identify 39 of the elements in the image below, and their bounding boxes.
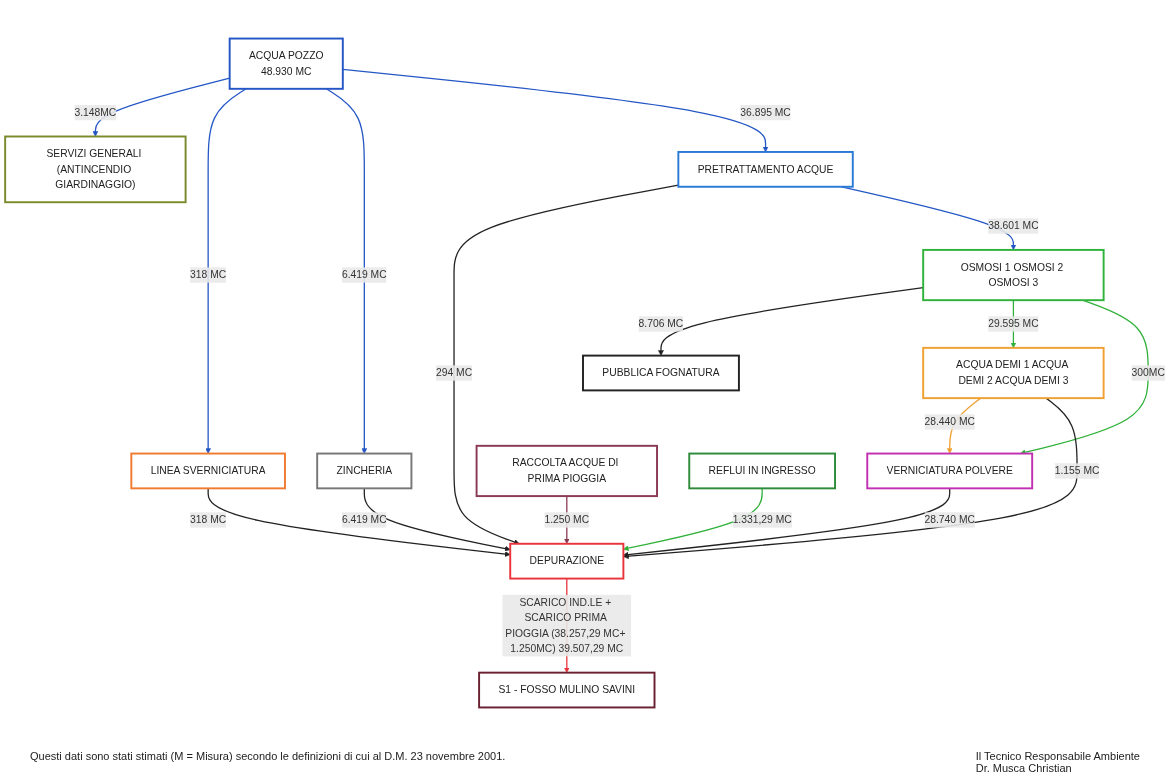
edge-label: 300MC: [1131, 367, 1165, 379]
edge-label: 318 MC: [190, 269, 227, 281]
node-box: ZINCHERIA: [316, 452, 413, 490]
node-box: S1 - FOSSO MULINO SAVINI: [478, 671, 656, 709]
signature-text: Il Tecnico Responsabile Ambiente: [975, 750, 1140, 762]
edge-label: 318 MC: [190, 514, 227, 526]
node-box: RACCOLTA ACQUE DI PRIMA PIOGGIA: [475, 444, 658, 498]
node-box: REFLUI IN INGRESSO: [688, 452, 836, 490]
edge-label: 1.155 MC: [1054, 465, 1100, 477]
node-box: PUBBLICA FOGNATURA: [582, 354, 740, 392]
edge-label: 8.706 MC: [638, 318, 684, 330]
edge-label: 29.595 MC: [988, 318, 1039, 330]
edge-label: 1.250 MC: [544, 514, 590, 526]
node-box: LINEA SVERNICIATURA: [130, 452, 286, 490]
node-box: ACQUA POZZO 48.930 MC: [228, 37, 344, 90]
edge-label: 1.331,29 MC: [732, 514, 792, 526]
arrow: [658, 286, 924, 356]
node-box: VERNICIATURA POLVERE: [866, 452, 1034, 490]
signature-text: Dr. Musca Christian: [975, 762, 1073, 774]
edge-label: 3.148MC: [74, 106, 117, 118]
arrow: [363, 487, 511, 552]
edge-label: 28.740 MC: [924, 514, 975, 526]
footnote: Questi dati sono stati stimati (M = Misura) secondo le definizioni di cui al D.M. 23 novembre 2001.: [30, 750, 506, 762]
arrow: [207, 487, 511, 557]
node-box: OSMOSI 1 OSMOSI 2 OSMOSI 3: [922, 248, 1105, 302]
arrow: [342, 68, 769, 153]
edge-label: 28.440 MC: [924, 416, 975, 428]
node-box: ACQUA DEMI 1 ACQUA DEMI 2 ACQUA DEMI 3: [922, 346, 1105, 400]
edge-label: 294 MC: [435, 367, 473, 379]
edge-label: 38.601 MC: [988, 220, 1039, 232]
edge-label: 36.895 MC: [740, 106, 791, 118]
arrow: [325, 88, 368, 454]
edge-label: SCARICO IND.LE + SCARICO PRIMA PIOGGIA (38.257,29 MC+ 1.250MC) 39.507,29 MC: [505, 596, 626, 654]
node-box: DEPURAZIONE: [509, 542, 625, 580]
arrow: [205, 88, 247, 454]
edge-label: 6.419 MC: [341, 269, 387, 281]
edge-label: 6.419 MC: [341, 514, 387, 526]
node-box: PRETRATTAMENTO ACQUE: [677, 151, 854, 188]
node-box: SERVIZI GENERALI (ANTINCENDIO GIARDINAGGIO): [4, 135, 187, 204]
